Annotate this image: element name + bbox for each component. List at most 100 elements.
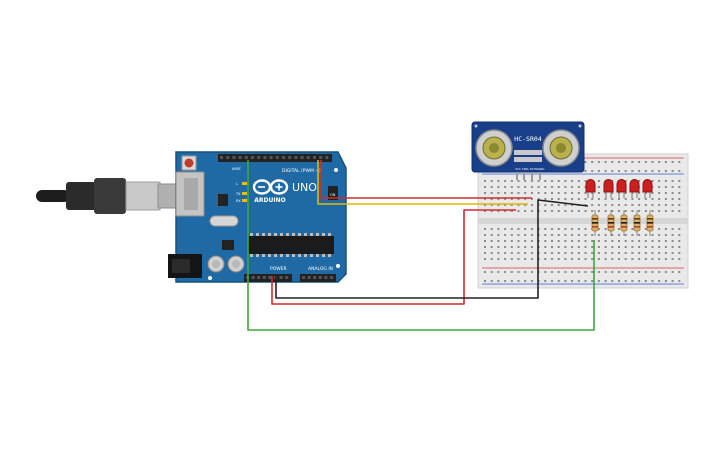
breadboard-hole — [490, 258, 493, 260]
breadboard-hole — [551, 258, 553, 260]
header-pin-hole — [319, 156, 323, 159]
breadboard-hole — [597, 210, 600, 212]
breadboard-hole — [664, 280, 667, 282]
breadboard-hole — [510, 252, 513, 254]
breadboard-hole — [624, 161, 627, 163]
breadboard-hole — [604, 198, 607, 200]
breadboard-hole — [678, 210, 681, 212]
wire-5v[interactable] — [271, 209, 516, 305]
breadboard-hole — [484, 186, 486, 188]
resistor-5[interactable] — [646, 210, 654, 236]
breadboard-hole — [664, 210, 667, 212]
breadboard[interactable] — [477, 153, 689, 289]
led-5[interactable] — [642, 179, 653, 199]
breadboard-hole — [604, 252, 607, 254]
chip-pin — [274, 254, 277, 257]
chip-pin — [280, 254, 283, 257]
led-2[interactable] — [603, 179, 614, 199]
breadboard-hole — [497, 192, 500, 194]
wire-trig[interactable] — [320, 160, 532, 199]
breadboard-hole — [638, 198, 641, 200]
wire-gnd[interactable] — [275, 199, 589, 299]
breadboard-hole — [624, 210, 627, 212]
led-1[interactable] — [585, 179, 596, 199]
breadboard-hole — [517, 192, 520, 194]
breadboard-hole — [658, 240, 661, 242]
breadboard-hole — [604, 280, 607, 282]
breadboard-hole — [564, 180, 567, 182]
header-pin-hole — [257, 276, 261, 279]
resistor-4[interactable] — [633, 210, 641, 236]
led-group — [585, 179, 653, 199]
breadboard-hole — [517, 258, 520, 260]
breadboard-hole — [557, 280, 560, 282]
breadboard-hole — [551, 186, 553, 188]
breadboard-hole — [530, 228, 533, 230]
wire-echo[interactable] — [317, 160, 528, 205]
breadboard-hole — [510, 258, 513, 260]
breadboard-hole — [577, 271, 580, 273]
breadboard-hole — [557, 234, 560, 236]
breadboard-hole — [604, 271, 607, 273]
breadboard-hole — [631, 198, 634, 200]
sensor-pin-label: TRIG — [521, 167, 529, 171]
breadboard-hole — [678, 252, 681, 254]
header-pin-hole — [232, 156, 236, 159]
chip-pin — [292, 254, 295, 257]
breadboard-hole — [671, 204, 674, 206]
led-3[interactable] — [616, 179, 627, 199]
breadboard-hole — [584, 210, 587, 212]
resistor-1[interactable] — [591, 210, 599, 236]
breadboard-hole — [591, 271, 594, 273]
breadboard-hole — [551, 246, 553, 248]
breadboard-hole — [591, 258, 594, 260]
breadboard-hole — [671, 161, 674, 163]
arduino-uno-board[interactable]: ARDUINO UNO DIGITAL (PWM ~) POWER ANALOG… — [168, 151, 347, 283]
breadboard-hole — [490, 280, 493, 282]
breadboard-hole — [651, 210, 654, 212]
breadboard-hole — [517, 210, 520, 212]
breadboard-hole — [638, 180, 641, 182]
breadboard-hole — [490, 204, 493, 206]
breadboard-hole — [510, 192, 513, 194]
breadboard-hole — [530, 280, 533, 282]
breadboard-hole — [631, 210, 634, 212]
wire-led[interactable] — [247, 160, 595, 331]
resistor-2[interactable] — [607, 210, 615, 236]
chip-pin — [304, 233, 307, 236]
header-pin-hole — [269, 156, 273, 159]
hc-sr04-sensor[interactable]: HC-SR04 VCC TRIG ECHO GND — [471, 121, 585, 180]
chip-pin — [256, 254, 259, 257]
breadboard-hole — [658, 258, 661, 260]
breadboard-hole — [611, 252, 614, 254]
breadboard-hole — [644, 280, 647, 282]
breadboard-hole — [591, 280, 594, 282]
breadboard-hole — [497, 234, 500, 236]
breadboard-hole — [484, 198, 486, 200]
breadboard-hole — [484, 234, 486, 236]
breadboard-hole — [530, 180, 533, 182]
header-pin-hole — [313, 156, 316, 159]
breadboard-hole — [584, 198, 587, 200]
led-4[interactable] — [629, 179, 640, 199]
breadboard-hole — [524, 210, 527, 212]
header-pin-hole — [263, 156, 267, 159]
breadboard-hole — [551, 192, 553, 194]
breadboard-hole — [678, 234, 681, 236]
breadboard-hole — [671, 246, 674, 248]
breadboard-hole — [564, 252, 567, 254]
breadboard-hole — [524, 271, 527, 273]
breadboard-hole — [571, 246, 574, 248]
breadboard-hole — [658, 204, 661, 206]
breadboard-hole — [671, 198, 674, 200]
breadboard-hole — [517, 246, 520, 248]
breadboard-hole — [671, 210, 674, 212]
breadboard-hole — [577, 180, 580, 182]
breadboard-hole — [618, 271, 620, 273]
breadboard-hole — [524, 258, 527, 260]
breadboard-hole — [644, 234, 647, 236]
breadboard-hole — [490, 271, 493, 273]
breadboard-hole — [671, 228, 674, 230]
breadboard-hole — [658, 228, 661, 230]
resistor-3[interactable] — [620, 210, 628, 236]
